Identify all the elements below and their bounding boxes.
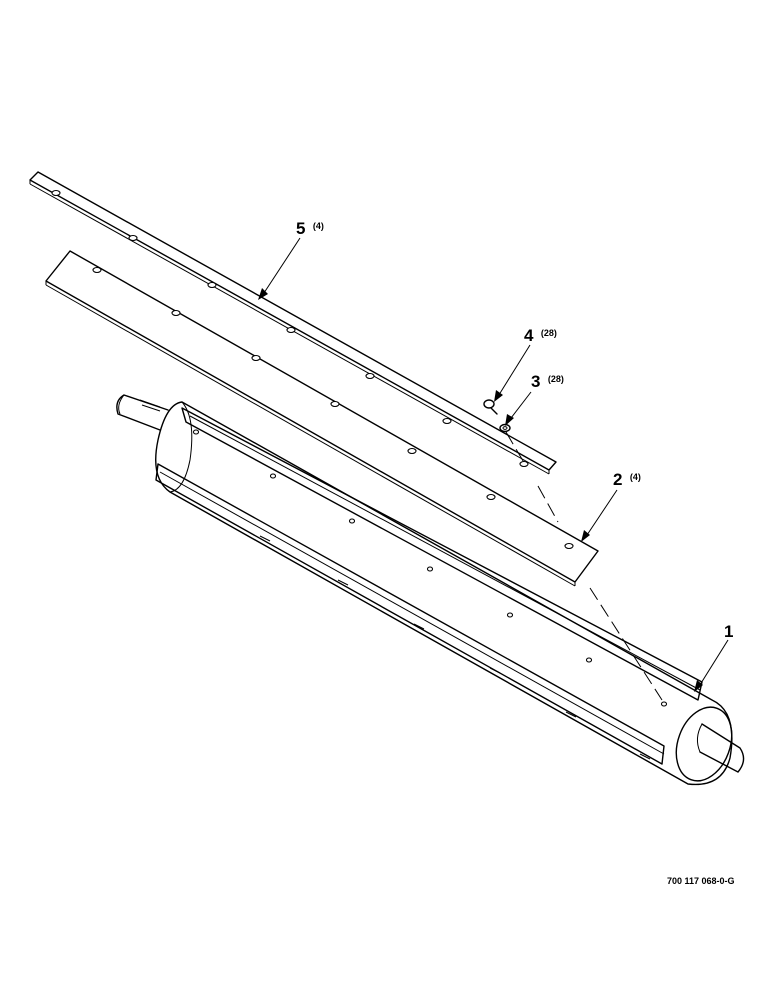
callout-number: 2: [613, 470, 622, 489]
callout-arrows: [258, 237, 729, 692]
callout-2: 2 (4): [613, 470, 641, 489]
callout-number: 3: [531, 372, 540, 391]
roller-part-1: [116, 394, 745, 786]
callout-quantity: (28): [548, 374, 564, 384]
drawing-number: 700 117 068-0-G: [667, 876, 735, 886]
callout-quantity: (28): [541, 328, 557, 338]
callout-number: 4: [524, 326, 534, 345]
callout-number: 5: [296, 219, 305, 238]
callout-quantity: (4): [313, 221, 324, 231]
assembly-leader-lines: [505, 431, 663, 701]
callout-4: 4 (28): [524, 326, 557, 345]
callout-5: 5 (4): [296, 219, 324, 238]
callout-1: 1: [724, 622, 733, 641]
callout-3: 3 (28): [531, 372, 564, 391]
bolt-part-4: [483, 399, 498, 415]
callout-quantity: (4): [630, 472, 641, 482]
washer-part-3: [499, 423, 511, 433]
strip-part-2: [45, 250, 599, 587]
strip-part-5: [29, 171, 557, 475]
callout-number: 1: [724, 622, 733, 641]
